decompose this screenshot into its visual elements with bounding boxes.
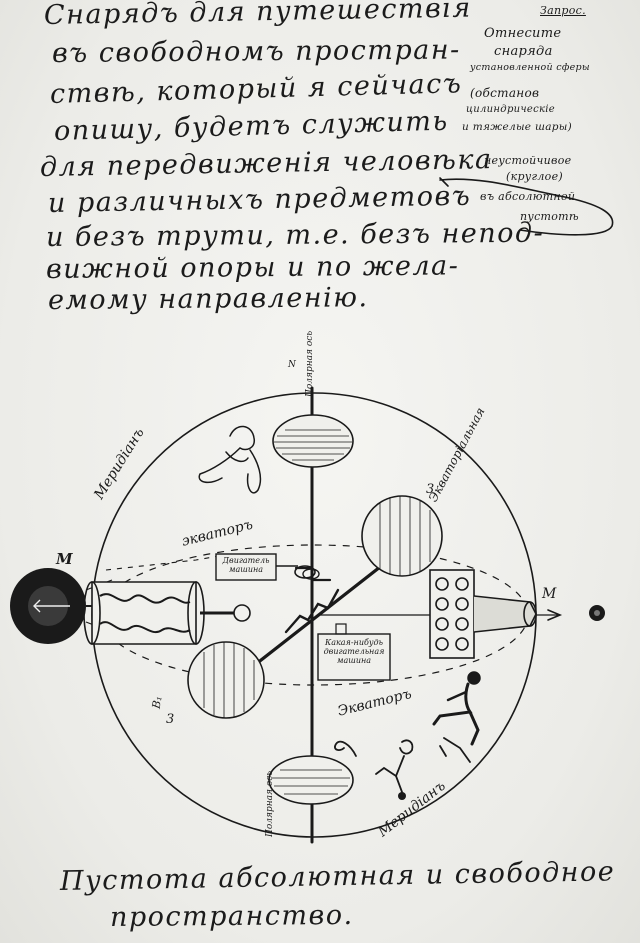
side-note-line-3: снаряда (494, 44, 553, 59)
human-figure-top (198, 425, 262, 494)
side-note-line-6: цилиндрическіе (466, 104, 556, 115)
side-note-line-11: пустотѣ (520, 210, 579, 223)
upper-right-disc (361, 495, 443, 577)
bottom-text-line-2: пространство. (109, 899, 354, 933)
right-cylinder (429, 569, 537, 659)
label-box-lower: Какая-нибудь двигательная машина (323, 638, 385, 665)
side-note-line-9: (круглое) (506, 170, 563, 183)
left-black-globe (10, 568, 113, 644)
human-figure-bottom-right (432, 671, 481, 746)
label-M-right: М (542, 586, 557, 602)
side-note-line-7: и тяжелые шары) (462, 121, 573, 133)
label-B-left: В₁ (149, 695, 165, 710)
label-3-bottom: 3 (166, 712, 175, 727)
label-box-upper: Двигатель машина (222, 556, 270, 574)
lower-left-disc (187, 641, 265, 719)
side-note-line-8: неустойчивое (484, 154, 572, 167)
label-3-top: 3 (426, 482, 435, 497)
side-note-line-5: (обстанов (470, 86, 540, 100)
label-axis-top: Полярная ось (305, 330, 315, 397)
label-M-left: М (56, 550, 73, 568)
bottom-disc (268, 755, 354, 805)
label-axis-bottom: Полярная ось (265, 770, 275, 837)
side-note-line-10: въ абсолютной (480, 190, 576, 203)
top-disc (272, 414, 354, 468)
upper-motor-box (215, 553, 298, 581)
note-connector-curve (439, 178, 614, 236)
side-note-line-2: Отнесите (484, 26, 562, 41)
label-pole-top: N (288, 360, 296, 370)
side-note-line-1: Запрос. (540, 4, 586, 17)
side-note-line-4: установленной сферы (470, 62, 590, 73)
lower-motor-box (317, 623, 391, 681)
human-figure-bottom (334, 737, 471, 793)
